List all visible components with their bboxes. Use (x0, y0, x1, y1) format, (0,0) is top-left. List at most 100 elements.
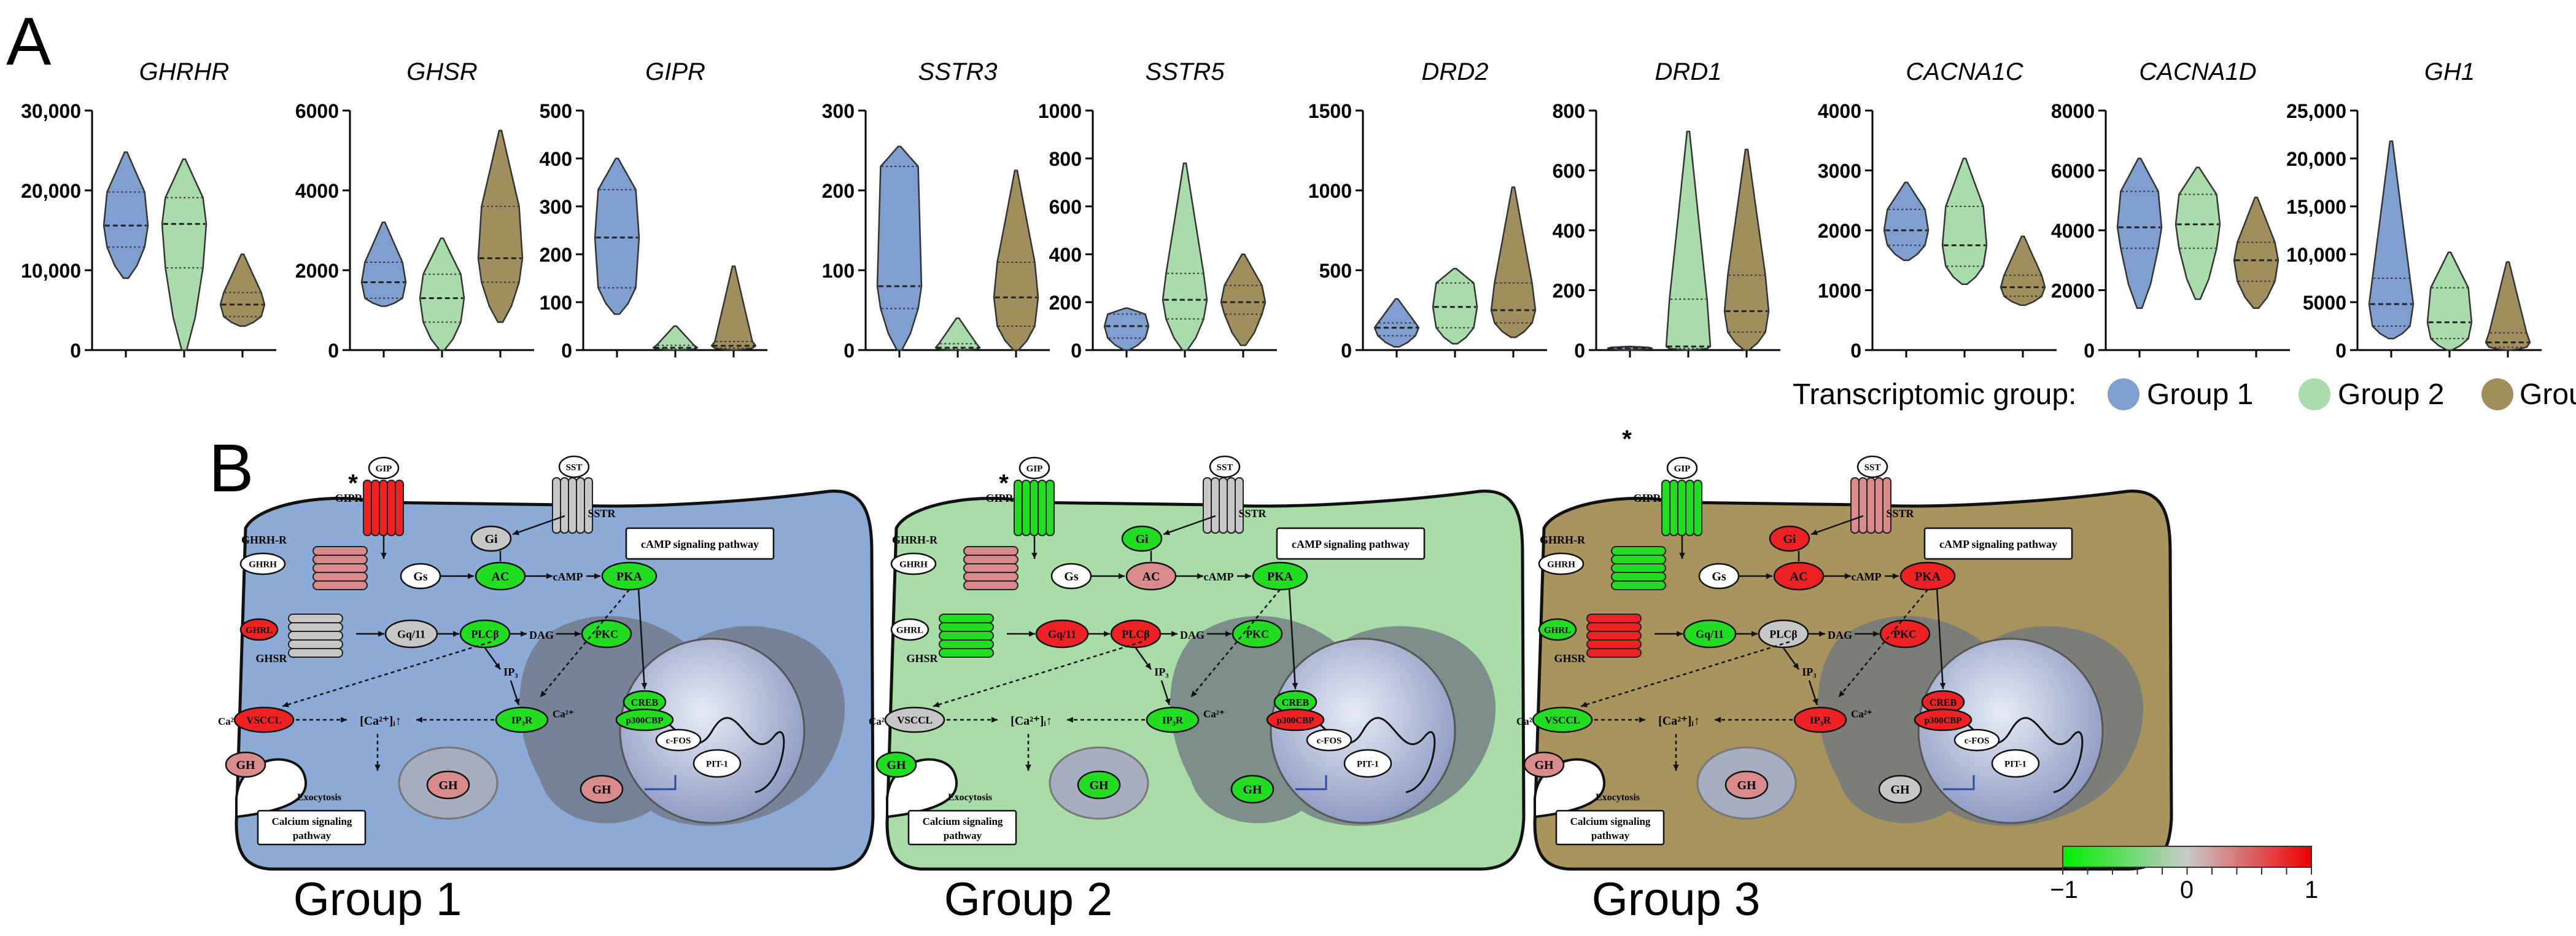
pathway-arrowhead (575, 631, 581, 637)
vsccl-node-label: VSCCL (1545, 714, 1580, 726)
legend-swatch-group2 (2299, 378, 2330, 410)
pit1-node-shape (692, 749, 742, 778)
pathway-arrow (637, 588, 646, 690)
ghrh-ligand-label: GHRH (899, 560, 928, 569)
calcium-pathway-label-1: Calcium signaling (1570, 816, 1651, 827)
sstr-receptor (552, 477, 593, 534)
ac-node: AC (475, 561, 526, 591)
pathway-arrowhead (1639, 717, 1645, 723)
ac-node-label: AC (1143, 570, 1160, 583)
pathway-arrowhead (374, 765, 381, 771)
color-scale-mid-label: 0 (2180, 876, 2194, 903)
vsccl-node: VSCCL (1532, 706, 1593, 733)
ghrhr-receptor-helix (963, 572, 1018, 582)
violin-group-3 (2000, 235, 2046, 306)
y-tick-label: 800 (1553, 100, 1585, 122)
y-tick-label: 300 (540, 196, 572, 218)
ca-er-label: Ca²⁺ (1851, 708, 1872, 720)
violin-group-1 (360, 221, 407, 307)
violin-group-2 (1432, 268, 1478, 345)
creb-node: CREB (1273, 690, 1317, 714)
pathway-arrowhead (1245, 573, 1251, 579)
ip3r-node-shape (1146, 706, 1200, 733)
gs-node-label: Gs (413, 570, 428, 583)
pit1-node-label: PIT-1 (706, 759, 728, 769)
pathway-arrow (1163, 515, 1216, 536)
y-tick-label: 30,000 (21, 100, 81, 122)
y-tick-label: 0 (2335, 340, 2346, 362)
y-tick-label: 400 (1553, 220, 1585, 242)
sstr-receptor-helix (1203, 477, 1212, 534)
ghrhr-receptor-helix (963, 546, 1018, 556)
ghrh-ligand-label: GHRH (249, 560, 277, 569)
y-tick-label: 2000 (2051, 280, 2095, 302)
ghrhr-receptor (1611, 546, 1666, 590)
calcium-pathway-label-1: Calcium signaling (923, 816, 1003, 827)
ghsr-receptor-helix (1586, 631, 1642, 641)
pathway-arrowhead (1145, 663, 1151, 669)
ghrhr-receptor-helix (312, 563, 368, 573)
exocytosis-label: Exocytosis (297, 792, 341, 803)
pkc-node-shape (1879, 619, 1931, 649)
p300-node-label: p300CBP (626, 716, 664, 725)
pka-node: PKA (601, 561, 658, 591)
violin-group-2 (161, 158, 208, 351)
violin-group-2 (652, 325, 699, 351)
ghrhr-receptor-helix (963, 563, 1018, 573)
y-tick-label: 25,000 (2286, 100, 2346, 122)
ghsr-receptor-helix (288, 648, 343, 658)
pkc-node: PKC (1232, 619, 1283, 649)
chart-title: GHSR (406, 58, 478, 85)
gh-secretory-granule: GH (225, 751, 266, 778)
ip3r-node-label: IP₃R (1810, 714, 1831, 726)
pathway-arrowhead (1029, 631, 1035, 637)
sst-ligand-label: SST (1217, 462, 1233, 472)
gip-ligand-shape (368, 456, 400, 480)
gs-node: Gs (1050, 563, 1092, 590)
y-tick-label: 0 (1071, 340, 1082, 362)
violin-group-3 (710, 265, 757, 351)
p300-node-shape (1914, 708, 1973, 731)
dag-label: DAG (1180, 629, 1205, 641)
ghrhr-receptor (312, 546, 368, 590)
transcription-arrow (1295, 775, 1327, 790)
gh-nucleus-node-shape (580, 774, 624, 804)
pkc-node-shape (581, 619, 632, 649)
gh-secretory-granule-label: GH (1534, 759, 1554, 772)
pathway-arrowhead (378, 631, 384, 637)
y-tick-label: 4000 (1818, 100, 1861, 122)
ac-node-label: AC (1790, 570, 1808, 583)
gipr-receptor (1661, 480, 1702, 536)
pathway-arrowhead (1025, 765, 1031, 771)
y-tick-label: 1000 (1038, 100, 1082, 122)
pathway-arrowhead (416, 717, 422, 723)
sstr-receptor-helix (1850, 477, 1860, 534)
gs-node-label: Gs (1712, 570, 1726, 583)
pathway-arrowhead (1766, 573, 1772, 579)
y-tick-label: 400 (540, 148, 572, 170)
pathway-arrowhead (540, 690, 547, 697)
ac-node: AC (1125, 561, 1177, 591)
ghrhr-receptor-helix (963, 580, 1018, 590)
gi-node: Gi (1121, 525, 1163, 552)
gh-secretory-granule-label: GH (886, 759, 906, 772)
sstr-receptor-helix (552, 477, 561, 534)
violin-group-2 (2426, 251, 2473, 351)
pathway-arrowhead (546, 573, 553, 579)
pathway-arrowhead (1581, 701, 1588, 708)
sstr-receptor-helix (1227, 477, 1236, 534)
pathway-arrowhead (1067, 717, 1073, 723)
violin-group-1 (103, 151, 149, 279)
significance-asterisk: * (1622, 426, 1632, 453)
gh-nucleus-node-shape (1230, 774, 1274, 804)
gh-cytoplasm-node-shape (426, 770, 470, 800)
y-tick-label: 10,000 (2286, 244, 2346, 266)
vsccl-node-shape (884, 706, 945, 733)
pathway-arrowhead (1197, 573, 1203, 579)
y-tick-label: 0 (1574, 340, 1585, 362)
pka-node-label: PKA (1915, 570, 1941, 583)
violin-charts: GHRHR010,00020,00030,000GHSR020004000600… (21, 58, 2542, 362)
gipr-label: GIPR (1634, 492, 1662, 504)
